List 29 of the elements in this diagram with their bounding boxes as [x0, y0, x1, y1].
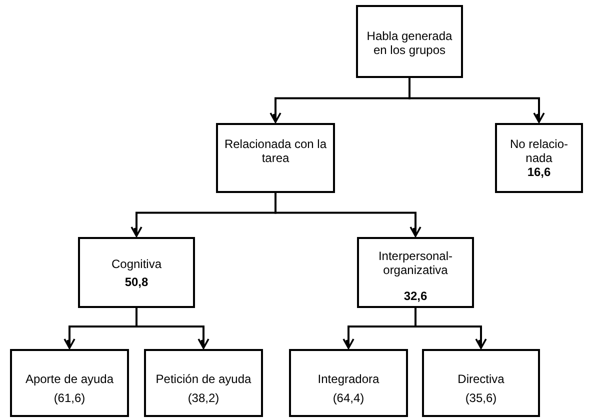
- category-label: Interpersonal-organizativa: [377, 249, 454, 277]
- category-label: Aporte de ayuda: [25, 372, 114, 386]
- category-label: Directiva: [458, 372, 504, 386]
- arrow: [408, 78, 545, 123]
- category-box: [356, 5, 463, 78]
- percentage-value: 32,6: [404, 289, 428, 303]
- percentage-value: (64,4): [332, 391, 364, 405]
- category-box: [289, 349, 408, 417]
- category-box: [422, 349, 540, 417]
- percentage-value: (38,2): [188, 391, 220, 405]
- arrow: [136, 308, 210, 349]
- category-label: Petición de ayuda: [156, 372, 252, 386]
- category-label: No relacio-nada: [509, 137, 569, 165]
- category-label: Cognitiva: [111, 257, 162, 271]
- percentage-value: 16,6: [527, 165, 551, 179]
- category-box: [495, 123, 583, 193]
- category-box: [78, 237, 195, 308]
- category-label: Habla generada en los grupos: [366, 29, 454, 57]
- category-box: [144, 349, 263, 417]
- percentage-value: 50,8: [124, 275, 148, 289]
- category-label: Relacionada con la tarea: [223, 137, 328, 165]
- category-box: [216, 123, 335, 193]
- percentage-value: (61,6): [54, 391, 86, 405]
- arrow: [274, 193, 422, 237]
- category-box: [357, 237, 474, 308]
- percentage-value: (35,6): [465, 391, 497, 405]
- category-label: Integradora: [318, 372, 380, 386]
- category-box: [10, 349, 129, 417]
- arrow: [414, 308, 487, 349]
